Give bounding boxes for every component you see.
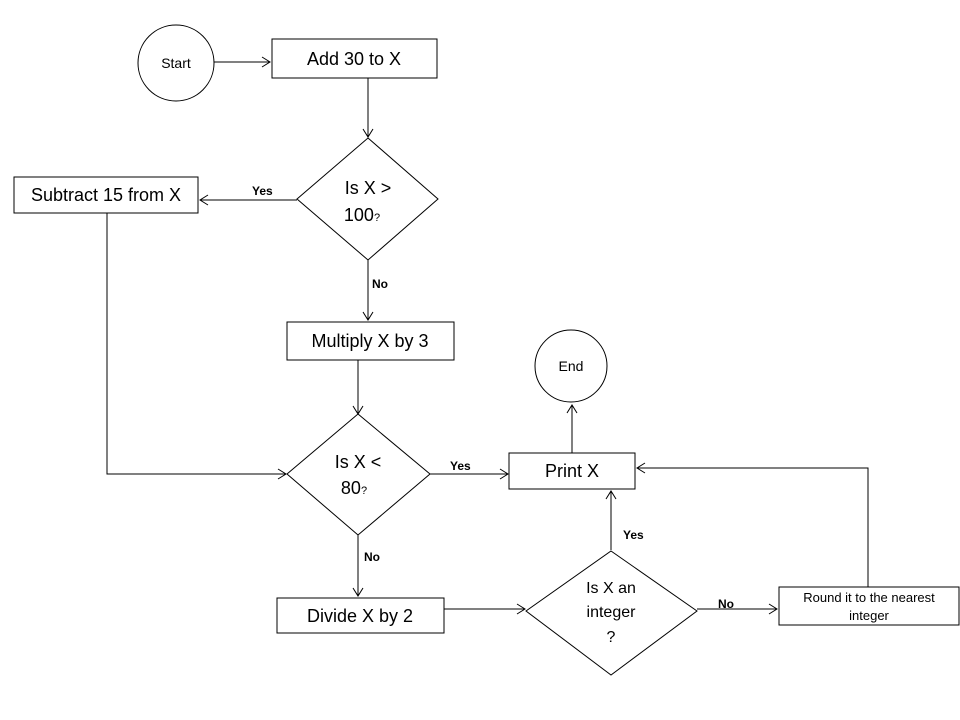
arrowhead <box>566 404 578 414</box>
add30-box <box>271 38 438 79</box>
decision1-yes-label: Yes <box>252 184 273 198</box>
connector-subtract15-to-decision2 <box>106 213 286 475</box>
decision3-line3: ? <box>607 629 616 646</box>
subtract15-node: Subtract 15 from X <box>13 176 199 214</box>
decision1-line1: Is X > <box>345 178 392 198</box>
decision2-line1: Is X < <box>335 452 382 472</box>
add30-label: Add 30 to X <box>307 49 401 69</box>
arrowhead <box>605 490 617 500</box>
decision1-no-label: No <box>372 277 388 291</box>
arrowhead <box>352 587 364 597</box>
arrowhead <box>516 603 526 615</box>
decision2-question-mark: ? <box>361 485 367 497</box>
decision3-line2: integer <box>587 604 637 621</box>
arrowhead <box>499 468 509 480</box>
branch-labels: Yes No Yes No Yes No <box>252 184 734 611</box>
decision3-diamond <box>525 550 698 676</box>
decision2-value: 80 <box>341 478 361 498</box>
decision3-node: Is X an integer ? <box>525 550 698 676</box>
decision2-yes-label: Yes <box>450 459 471 473</box>
connector-round-to-print <box>637 467 869 588</box>
connectors <box>106 56 869 615</box>
round-line1: Round it to the nearest <box>803 590 935 605</box>
decision3-yes-label: Yes <box>623 528 644 542</box>
decision1-diamond <box>296 137 439 261</box>
round-box <box>778 586 960 626</box>
add30-node: Add 30 to X <box>271 38 438 79</box>
divide2-box <box>276 597 445 634</box>
decision3-no-label: No <box>718 597 734 611</box>
divide2-node: Divide X by 2 <box>276 597 445 634</box>
arrowhead <box>362 311 374 321</box>
start-node: Start <box>137 24 215 102</box>
decision3-line1: Is X an <box>586 580 636 597</box>
arrowhead <box>636 462 646 474</box>
round-line2: integer <box>849 608 889 623</box>
decision2-diamond <box>286 413 431 536</box>
end-label: End <box>559 358 584 374</box>
round-node: Round it to the nearest integer <box>778 586 960 626</box>
decision2-node: Is X < 80? <box>286 413 431 536</box>
decision1-line2: 100? <box>344 205 380 225</box>
decision2-no-label: No <box>364 550 380 564</box>
arrowhead <box>768 603 778 615</box>
multiply3-box <box>286 321 455 361</box>
subtract15-box <box>13 176 199 214</box>
decision1-node: Is X > 100? <box>296 137 439 261</box>
end-circle <box>534 329 608 403</box>
divide2-label: Divide X by 2 <box>307 606 413 626</box>
decision1-question-mark: ? <box>374 212 380 224</box>
arrowhead <box>261 56 271 68</box>
end-node: End <box>534 329 608 403</box>
arrowhead <box>362 128 374 138</box>
multiply3-label: Multiply X by 3 <box>311 331 428 351</box>
subtract15-label: Subtract 15 from X <box>31 185 181 205</box>
start-label: Start <box>161 55 191 71</box>
decision2-line2: 80? <box>341 478 367 498</box>
print-label: Print X <box>545 461 599 481</box>
decision1-value: 100 <box>344 205 374 225</box>
print-box <box>508 452 636 490</box>
arrowhead <box>277 468 287 480</box>
multiply3-node: Multiply X by 3 <box>286 321 455 361</box>
arrowhead <box>199 194 209 206</box>
print-node: Print X <box>508 452 636 490</box>
start-circle <box>137 24 215 102</box>
